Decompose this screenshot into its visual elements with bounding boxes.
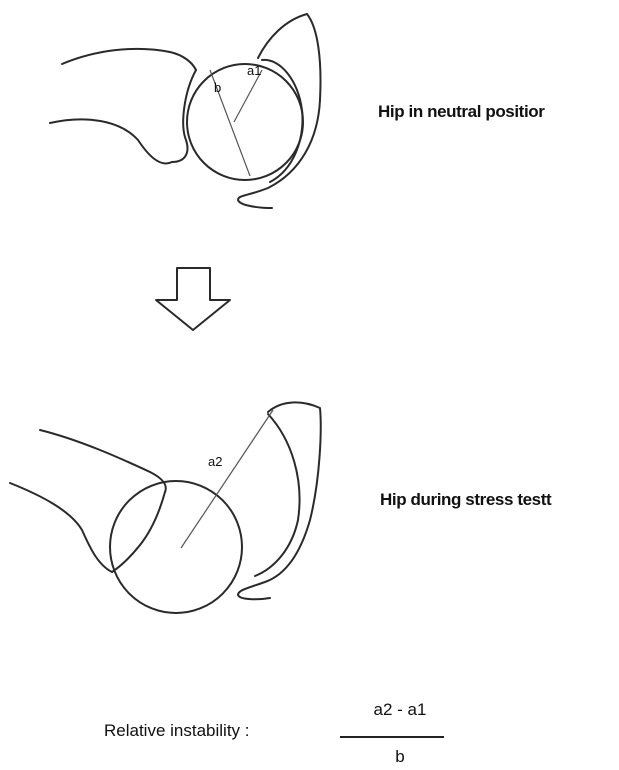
top-femur-upper-contour: [62, 49, 196, 70]
caption-stress-test: Hip during stress testt: [380, 490, 551, 510]
down-arrow-icon: [156, 268, 230, 330]
top-hip-drawing: [50, 14, 320, 208]
bottom-line-a2: [181, 410, 273, 548]
bottom-femur-upper-contour: [40, 430, 166, 492]
label-b: b: [214, 80, 221, 95]
top-femur-lower-contour: [50, 119, 172, 163]
label-a2: a2: [208, 454, 222, 469]
bottom-femoral-neck: [112, 492, 165, 572]
bottom-femoral-head: [110, 481, 242, 613]
bottom-acetabulum-inner: [255, 414, 300, 576]
label-a1: a1: [247, 63, 261, 78]
bottom-femur-lower-contour: [10, 483, 112, 572]
formula-denominator: b: [350, 747, 450, 767]
bottom-hip-drawing: [10, 402, 321, 613]
caption-neutral-position: Hip in neutral positior: [378, 102, 544, 122]
formula-numerator: a2 - a1: [350, 700, 450, 720]
fraction-bar: [340, 736, 444, 738]
formula-label: Relative instability :: [104, 721, 250, 741]
bottom-acetabulum: [238, 402, 321, 599]
